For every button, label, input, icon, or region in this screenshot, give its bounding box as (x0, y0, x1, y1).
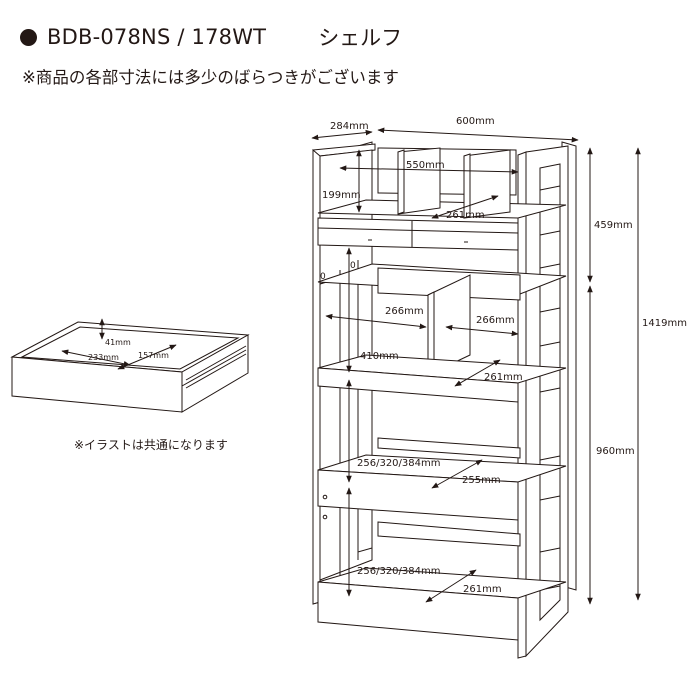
middle-back-board (377, 267, 521, 301)
right-bay-width-arrow (445, 324, 519, 337)
drawer-illustration (10, 321, 250, 413)
lower-section-height-label: 960mm (596, 446, 635, 457)
bottom-shelf-height-label: 256/320/384mm (357, 566, 440, 577)
shelf-1-front (317, 367, 519, 403)
screw-hole-2 (322, 514, 328, 520)
upper-bay-depth-arrow (454, 359, 501, 387)
upper-section-height-label: 459mm (594, 220, 633, 231)
drawer-rail-lower (181, 349, 247, 387)
drawer-height-label: 41mm (105, 338, 131, 347)
hole-mark-right: 0 (350, 261, 356, 271)
mid-shelf-depth-label: 255mm (462, 475, 501, 486)
mid-shelf-depth-arrow (431, 459, 483, 489)
drawer-depth-arrow (117, 344, 177, 370)
left-bay-width-label: 266mm (385, 306, 424, 317)
top-shelf-depth-label: 261mm (446, 210, 485, 221)
shelf-2-back (377, 437, 521, 459)
left-bay-width-arrow (325, 313, 427, 330)
variance-note: ※商品の各部寸法には多少のばらつきがございます (22, 68, 399, 87)
width-total-arrow (377, 127, 579, 143)
bottom-shelf-depth-arrow (425, 569, 477, 603)
left-upper-panel (319, 149, 373, 285)
model-number: BDB-078NS / 178WT (47, 25, 267, 49)
screw-hole-1 (322, 494, 328, 500)
drawer-depth-label: 157mm (138, 351, 169, 360)
top-shelf-height-label: 199mm (322, 190, 361, 201)
top-drawer-front (317, 217, 519, 251)
bullet-icon (20, 28, 37, 46)
product-type: シェルフ (318, 26, 403, 50)
depth-top-arrow (311, 129, 373, 141)
right-side-frame (525, 145, 569, 658)
top-divider-left-side (397, 149, 405, 215)
right-bay-width-label: 266mm (476, 315, 515, 326)
inner-width-top-label: 550mm (406, 160, 445, 171)
depth-top-label: 284mm (330, 121, 369, 132)
illustration-note: ※イラストは共通になります (74, 438, 228, 452)
bottom-shelf-depth-label: 261mm (463, 584, 502, 595)
width-total-label: 600mm (456, 116, 495, 127)
drawer-width-label: 233mm (88, 353, 119, 362)
upper-bay-depth-label: 261mm (484, 372, 523, 383)
title-row: BDB-078NS / 178WT シェルフ (20, 22, 402, 52)
drawer-front (11, 356, 183, 413)
top-divider-right-side (463, 153, 471, 219)
shelf-illustration (312, 141, 577, 659)
drawer-side-rail (185, 345, 247, 389)
top-shelf-depth-arrow (431, 195, 499, 219)
hole-mark-left: 0 (320, 272, 326, 282)
mid-shelf-height-label: 256/320/384mm (357, 458, 440, 469)
drawer-side (181, 334, 249, 413)
upper-bay-height-label: 410mm (360, 351, 399, 362)
total-height-label: 1419mm (642, 318, 687, 329)
top-divider-right (463, 149, 511, 219)
shelf-3-back (377, 521, 521, 547)
inner-width-top-arrow (339, 165, 519, 175)
